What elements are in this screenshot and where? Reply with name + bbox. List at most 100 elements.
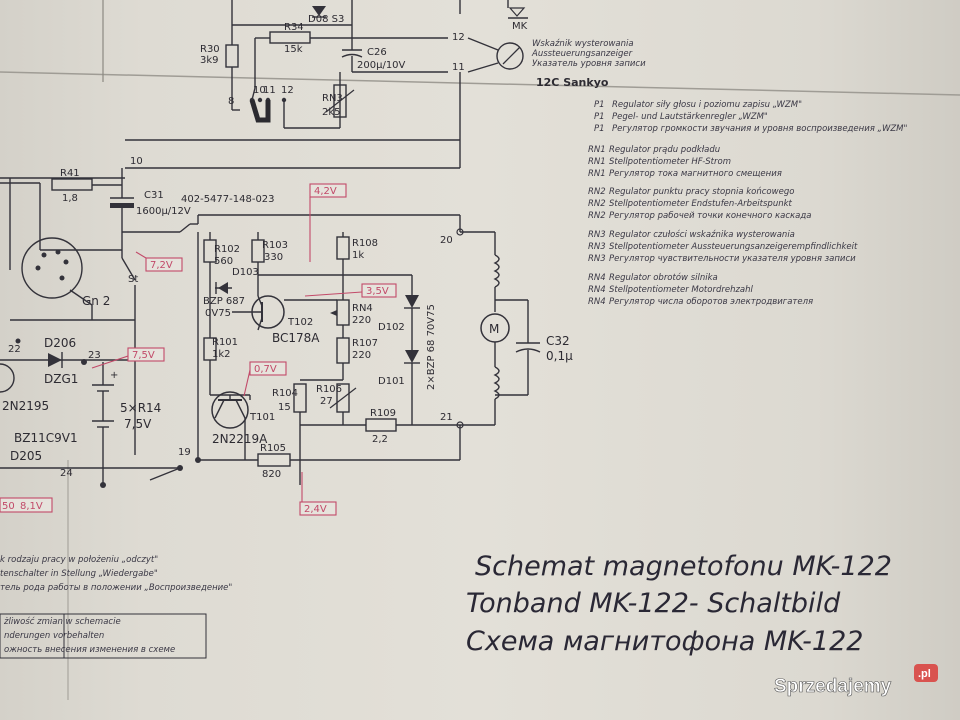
c32-value: 0,1µ xyxy=(546,349,573,363)
diode-label: D08 S3 xyxy=(308,14,344,25)
legend-text: Regulator prądu podkładu xyxy=(609,145,720,155)
main-circuit: R41 1,8 C31 1600µ/12V 402-5477-148-023 S… xyxy=(0,168,573,488)
dual-diode-label: 2×BZP 68 70V75 xyxy=(426,304,437,390)
paper-fold xyxy=(0,71,960,96)
legend-text: Регулятор рабочей точки конечного каскад… xyxy=(609,211,811,221)
diode-d102: D102 xyxy=(378,322,405,333)
legend-code: RN1 xyxy=(588,145,606,155)
legend-text: Stellpotentiometer Motordrehzahl xyxy=(609,285,754,295)
r104-name: R104 xyxy=(272,388,298,399)
legend-code: RN2 xyxy=(588,187,606,197)
r108-name: R108 xyxy=(352,238,378,249)
legend-text: Regulator obrotów silnika xyxy=(609,272,718,283)
meter-model: 12C Sankyo xyxy=(536,76,609,89)
gn2-label: Gn 2 xyxy=(82,294,110,308)
voltage-label: 8,1V xyxy=(20,501,43,512)
legend-code: P1 xyxy=(594,100,605,110)
rn4-value: 220 xyxy=(352,315,371,326)
r41-value: 1,8 xyxy=(62,193,78,204)
legend-code: P1 xyxy=(594,112,605,122)
pin-12: 12 xyxy=(281,85,294,96)
r107-name: R107 xyxy=(352,338,378,349)
zener-bz: BZ11C9V1 xyxy=(14,431,78,445)
voltage-label: 2,4V xyxy=(304,504,327,515)
r105-value: 820 xyxy=(262,469,281,480)
t102-value: BC178A xyxy=(272,331,320,345)
node-21: 21 xyxy=(440,412,453,423)
legend-code: RN4 xyxy=(588,297,606,307)
r102-value: 560 xyxy=(214,256,233,267)
level-meter-icon xyxy=(496,42,524,70)
legend-code: RN2 xyxy=(588,211,606,221)
r109-name: R109 xyxy=(370,408,396,419)
node-19: 19 xyxy=(178,447,191,458)
legend-text: Регулятор чувствительности указателя уро… xyxy=(609,254,856,264)
note-line: tenschalter in Stellung „Wiedergabe" xyxy=(0,569,158,579)
r107-value: 220 xyxy=(352,350,371,361)
r101-name: R101 xyxy=(212,337,238,348)
title-de: Tonband MK-122- Schaltbild xyxy=(466,588,841,619)
transistor-label: 2N2195 xyxy=(2,399,49,413)
c32-name: C32 xyxy=(546,334,570,348)
legend-text: Регулятор громкости звучания и уровня во… xyxy=(612,124,908,134)
zener-bzp687-value: 0V75 xyxy=(205,308,231,319)
switch-st-label: St xyxy=(128,274,138,285)
voltage-label: 4,2V xyxy=(314,186,337,197)
c26-name: C26 xyxy=(367,47,387,58)
r103-value: 330 xyxy=(264,252,283,263)
watermark: Sprzedajemy .pl xyxy=(774,664,938,697)
legend-text: Regulator punktu pracy stopnia końcowego xyxy=(609,187,794,197)
r108-value: 1k xyxy=(352,250,364,261)
diode-dzg1: DZG1 xyxy=(44,372,78,386)
meter-line-pl: Wskaźnik wysterowania xyxy=(532,39,634,49)
legend-text: Pegel- und Lautstärkenregler „WZM" xyxy=(612,112,768,122)
node-10: 10 xyxy=(130,156,143,167)
t101-value: 2N2219A xyxy=(212,432,268,446)
c31-name: C31 xyxy=(144,190,164,201)
node-12: 12 xyxy=(452,32,465,43)
r41-name: R41 xyxy=(60,168,80,179)
node-23: 23 xyxy=(88,350,101,361)
r102-name: R102 xyxy=(214,244,240,255)
r106-name: R106 xyxy=(316,384,342,395)
legend-code: RN3 xyxy=(588,242,606,252)
legend-text: Stellpotentiometer Aussteuerungsanzeiger… xyxy=(609,242,858,252)
rn3-name: RN3 xyxy=(322,93,343,104)
legend-text: Regulator czułości wskaźnika wysterowani… xyxy=(609,229,795,240)
r34-name: R34 xyxy=(284,22,304,33)
legend-code: RN3 xyxy=(588,254,606,264)
voltage-label: 3,5V xyxy=(366,286,389,297)
pin-8: 8 xyxy=(228,96,234,107)
pin-10: 10 xyxy=(253,85,266,96)
note-line: żliwość zmian w schemacie xyxy=(3,616,121,627)
component-legend: P1 Regulator siły głosu i poziomu zapisu… xyxy=(588,100,908,307)
battery-name: 5×R14 xyxy=(120,401,161,415)
diode-d101: D101 xyxy=(378,376,405,387)
t102-name: T102 xyxy=(287,317,313,328)
r101-value: 1k2 xyxy=(212,349,231,360)
c31-value: 1600µ/12V xyxy=(136,206,191,217)
r34-value: 15k xyxy=(284,44,303,55)
note-line: тель рода работы в положении „Воспроизве… xyxy=(0,583,232,593)
r104-value: 15 xyxy=(278,402,291,413)
battery-value: 7,5V xyxy=(124,417,152,431)
legend-text: Регулятор тока магнитного смещения xyxy=(609,169,782,179)
r30-name: R30 xyxy=(200,44,220,55)
r109-value: 2,2 xyxy=(372,434,388,445)
legend-text: Регулятор числа оборотов электродвигател… xyxy=(609,297,813,307)
r30-value: 3k9 xyxy=(200,55,219,66)
meter-caption: Wskaźnik wysterowania Aussteuerungsanzei… xyxy=(531,39,646,89)
voltage-label: 7,2V xyxy=(150,260,173,271)
meter-line-ru: Указатель уровня записи xyxy=(532,59,646,69)
motor-label: M xyxy=(489,322,499,336)
voltage-label: 50 xyxy=(2,501,15,512)
node-24: 24 xyxy=(60,468,73,479)
legend-code: RN4 xyxy=(588,285,606,295)
r103-name: R103 xyxy=(262,240,288,251)
top-circuit: D08 S3 R30 3k9 R34 15k C26 200µ/10V 12 1… xyxy=(125,0,528,169)
rn3-value: 2k5 xyxy=(322,107,341,118)
pin-11: 11 xyxy=(263,85,276,96)
voltage-markers: 4,2V 7,2V 3,5V 7,5V 0,7V 2,4V 50 8,1V xyxy=(0,183,397,516)
connector-gn2-icon xyxy=(21,237,83,299)
